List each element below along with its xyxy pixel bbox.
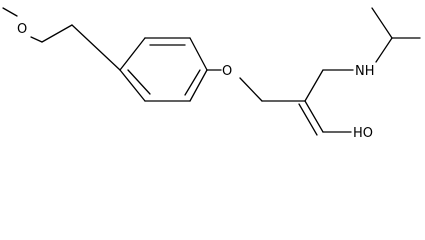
bond-ch3-o xyxy=(2,7,18,17)
atom-ether-oxygen: O xyxy=(222,64,232,79)
bond-c-ch2-up xyxy=(304,69,324,102)
ring-bond-3 xyxy=(189,37,208,71)
bond-c-n-2 xyxy=(298,103,318,136)
atom-methoxy-oxygen: O xyxy=(17,22,27,37)
bond-c-n-1 xyxy=(304,100,324,133)
ring-bond-4 xyxy=(189,69,208,102)
bond-o-ch2 xyxy=(30,36,43,43)
bond-ch-ch3-left xyxy=(371,7,393,39)
bond-nh-ch xyxy=(375,37,393,63)
ring-double-bond-left xyxy=(127,69,151,95)
ring-bond-1 xyxy=(119,37,146,71)
bond-ch2-ch2 xyxy=(41,24,73,43)
atom-oxime-hydroxyl: HO xyxy=(353,126,373,141)
bond-ch2-ring xyxy=(71,24,121,71)
atom-amine-nh: NH xyxy=(355,64,375,79)
bond-o-ch2-right xyxy=(239,77,263,102)
ring-double-bond-right xyxy=(184,69,201,96)
ring-bond-6 xyxy=(119,69,146,102)
chemical-structure: O O NH HO xyxy=(2,7,421,141)
